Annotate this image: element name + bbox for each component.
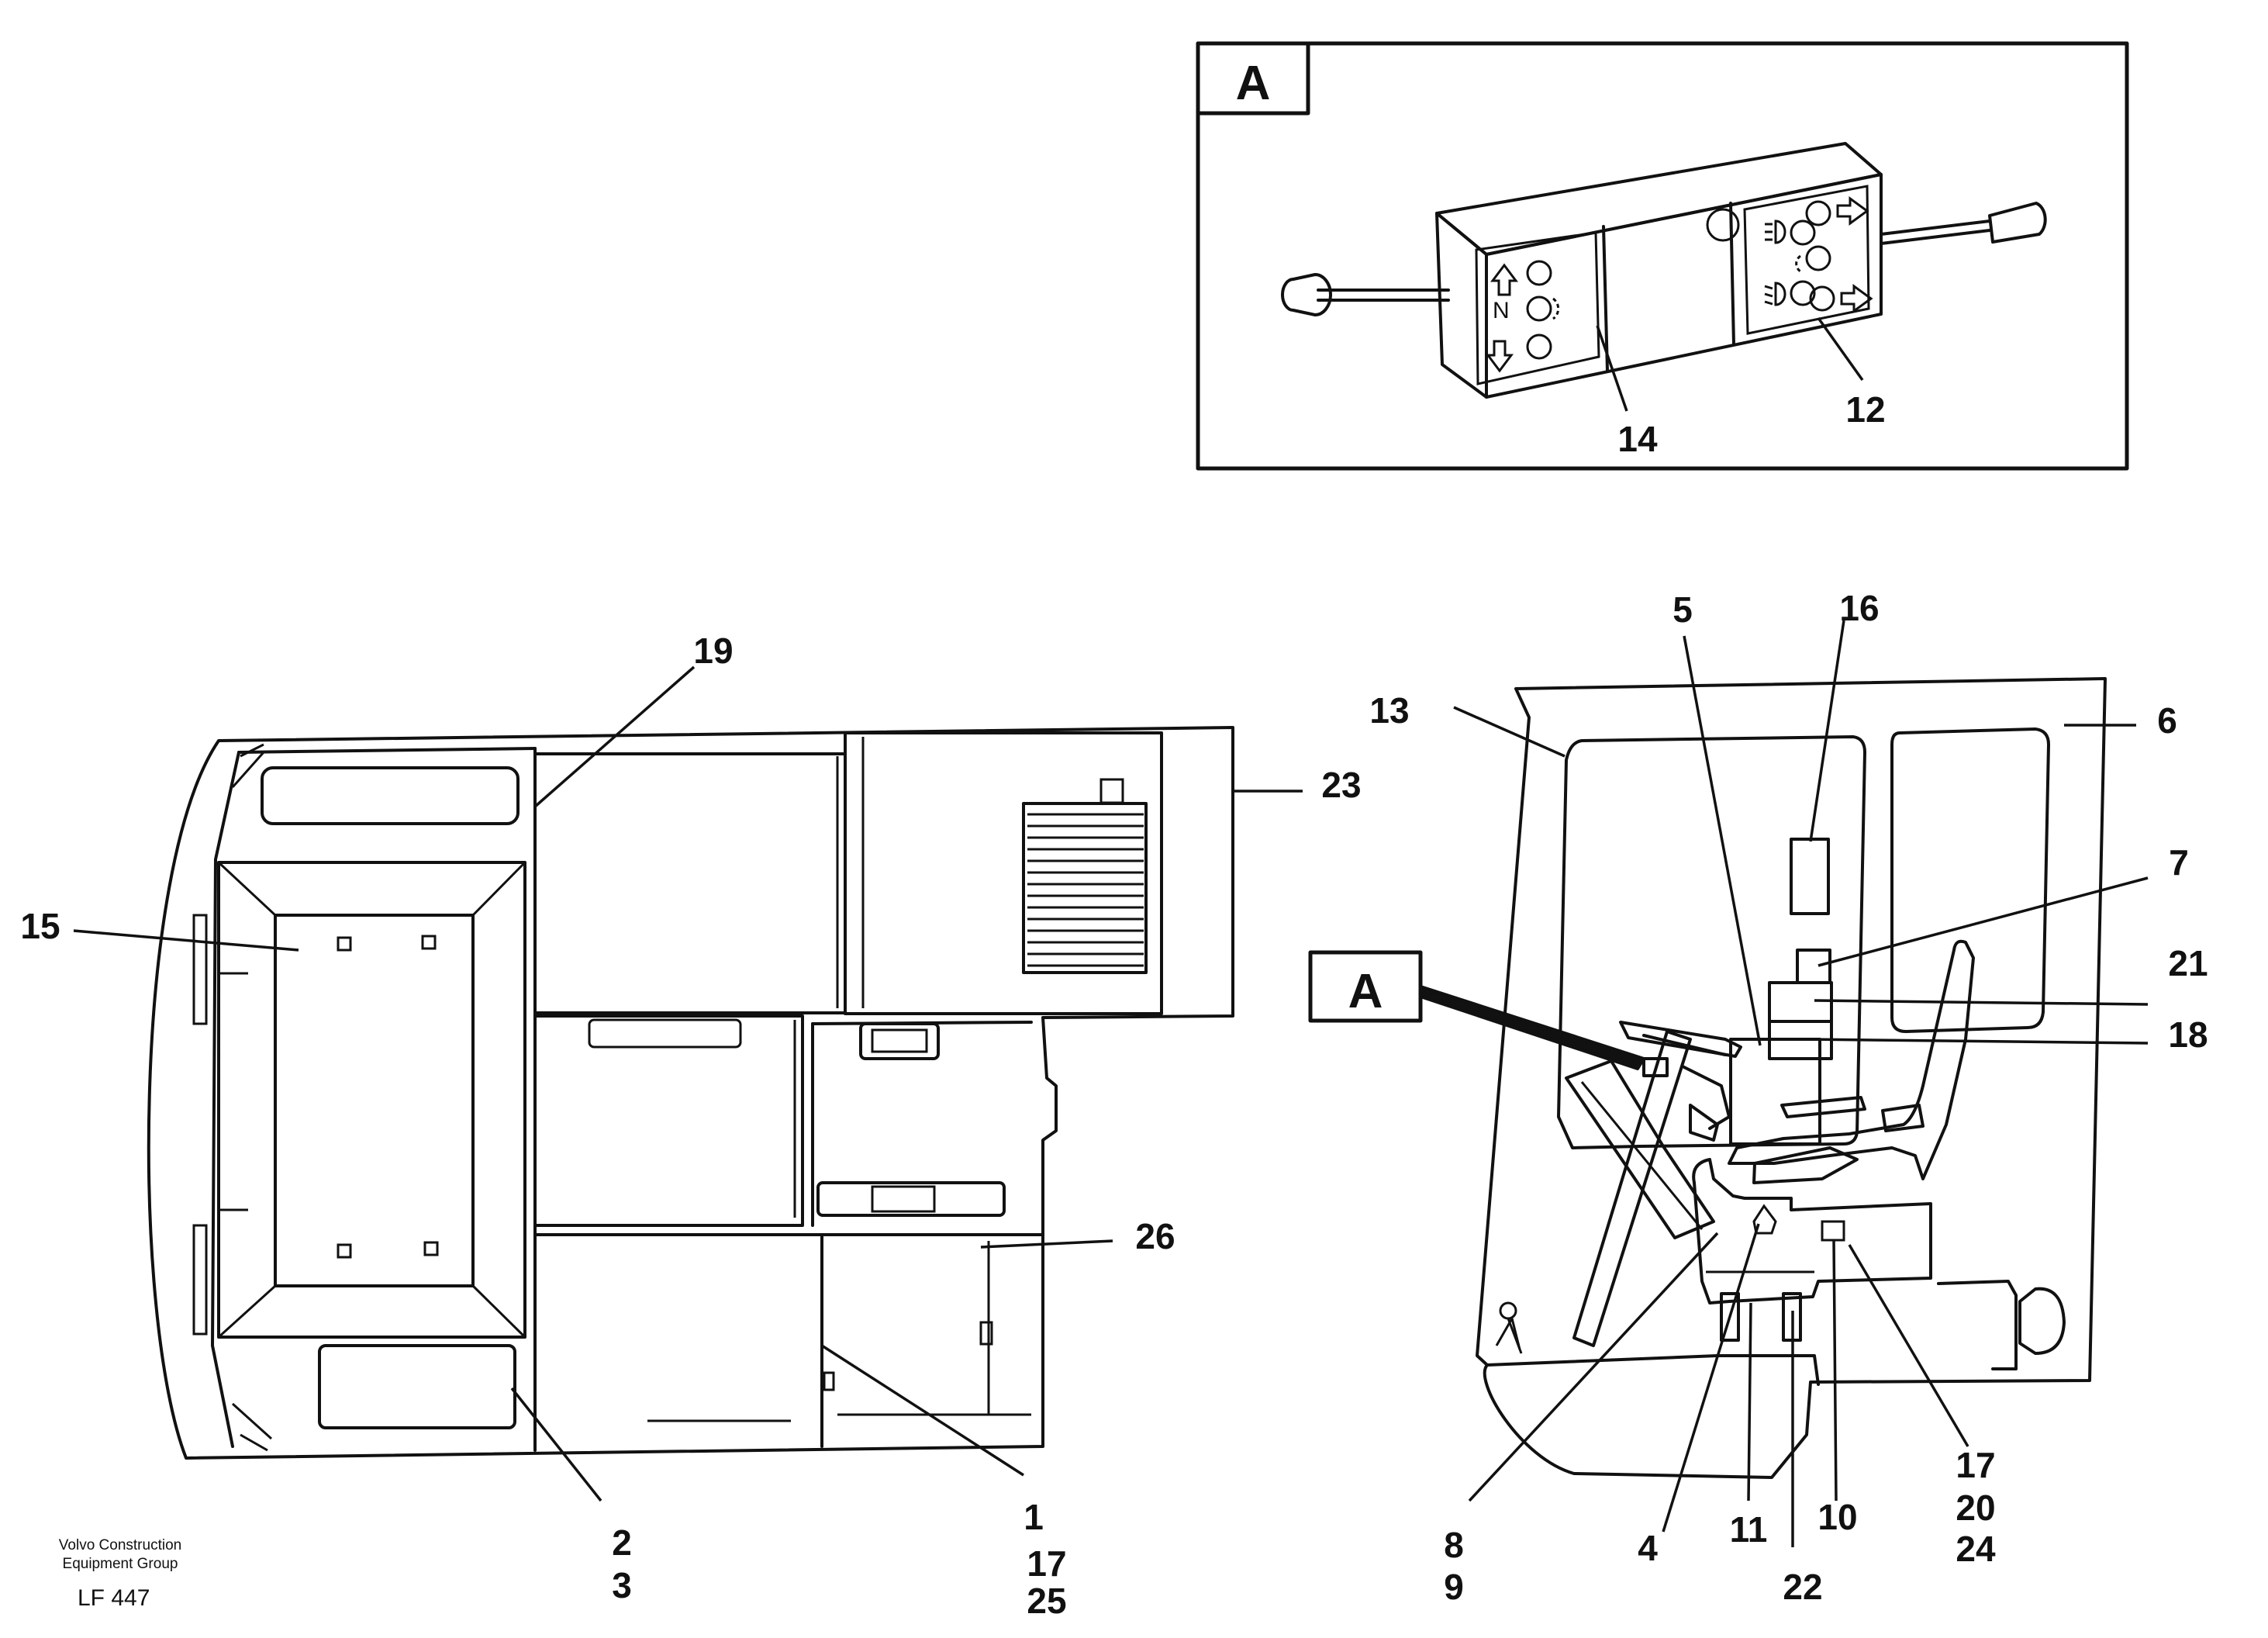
callout-2: 2 [612, 1522, 632, 1563]
callout-18: 18 [2168, 1014, 2208, 1055]
callout-5: 5 [1673, 589, 1693, 630]
column-switch: N [1281, 142, 2047, 399]
callout-19: 19 [693, 631, 733, 671]
right-lever [1880, 202, 2047, 245]
callout-17-right: 17 [1956, 1445, 1995, 1485]
callout-15: 15 [20, 906, 60, 946]
arrow-up-icon [1490, 263, 1518, 296]
credit-line-1: Volvo Construction [59, 1537, 181, 1553]
drawing-code: LF 447 [78, 1585, 150, 1611]
callout-7: 7 [2169, 842, 2189, 883]
callout-26: 26 [1135, 1216, 1175, 1256]
steering-wheel [1572, 1021, 1742, 1347]
callout-20: 20 [1956, 1488, 1995, 1528]
cab-top-view: 19 23 15 26 2 3 1 17 25 [20, 631, 1361, 1621]
callout-16: 16 [1839, 588, 1879, 628]
indicator-lamp-icon [1706, 208, 1740, 242]
callout-3: 3 [612, 1565, 632, 1605]
callout-6: 6 [2157, 700, 2177, 741]
radiator-grille [1027, 813, 1144, 967]
callout-22: 22 [1783, 1567, 1822, 1607]
callout-9: 9 [1444, 1567, 1464, 1607]
callout-8: 8 [1444, 1525, 1464, 1565]
operator-seat [1728, 939, 1975, 1184]
arrow-down-icon [1486, 340, 1514, 373]
detail-a-panel: A N [1196, 41, 2129, 471]
callout-1: 1 [1024, 1497, 1044, 1537]
callout-17-left: 17 [1027, 1543, 1066, 1584]
neutral-label: N [1493, 298, 1510, 323]
callout-24: 24 [1956, 1529, 1996, 1569]
callout-4: 4 [1638, 1528, 1658, 1568]
cab-side-view: A 5 16 13 6 7 21 18 8 9 4 11 22 10 17 20… [1308, 588, 2208, 1607]
footer-credit: Volvo Construction Equipment Group LF 44… [59, 1537, 181, 1611]
callout-12: 12 [1845, 389, 1885, 430]
pointer-a-letter: A [1348, 965, 1383, 1018]
arrow-right-icon [1836, 196, 1869, 226]
detail-a-letter: A [1236, 57, 1271, 110]
headlight-icon [1765, 219, 1786, 244]
callout-10: 10 [1818, 1497, 1857, 1537]
callout-21: 21 [2168, 943, 2208, 983]
callout-13: 13 [1369, 690, 1409, 731]
callout-11: 11 [1730, 1509, 1768, 1550]
callout-23: 23 [1321, 765, 1361, 805]
callout-25: 25 [1027, 1581, 1066, 1621]
callout-14: 14 [1617, 419, 1658, 459]
left-lever [1281, 273, 1450, 316]
credit-line-2: Equipment Group [63, 1556, 178, 1572]
